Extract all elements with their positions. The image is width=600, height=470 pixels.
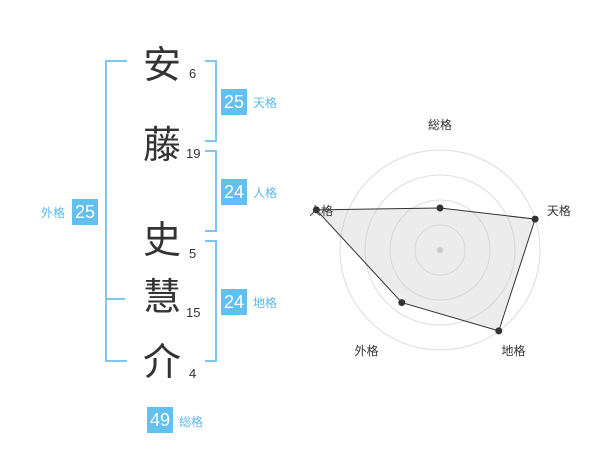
jinkaku-label: 人格 [253,186,278,200]
surname-char-2: 藤 [142,123,181,167]
chikaku-label: 地格 [253,296,278,310]
radar-grid-ring [339,149,541,351]
given-char-1-strokes: 5 [189,246,197,261]
radar-axis-label: 天格 [546,204,571,219]
tenkaku-bracket [205,60,217,142]
chikaku-value: 24 [221,289,247,315]
radar-grid-ring [364,174,516,326]
radar-point-2 [531,215,539,223]
radar-grid-ring [414,224,466,276]
radar-point-5 [312,206,320,214]
soukaku-value: 49 [147,407,173,433]
given-char-3-strokes: 4 [189,366,197,381]
given-char-1: 史 [142,218,181,262]
given-char-2-strokes: 15 [186,305,201,320]
tenkaku-value: 25 [221,89,247,115]
surname-char-1-strokes: 6 [189,66,197,81]
radar-axis-label: 外格 [354,344,379,359]
radar-axis-label: 地格 [501,344,526,359]
gaikaku-bracket [105,60,127,362]
given-char-2: 慧 [142,275,181,319]
radar-point-3 [495,327,503,335]
jinkaku-value: 24 [221,179,247,205]
radar-grid-ring [389,199,491,301]
gaikaku-label: 外格 [41,206,66,220]
radar-center-dot [437,247,443,253]
radar-point-4 [398,299,406,307]
chikaku-bracket [205,240,217,362]
radar-point-1 [436,204,444,212]
surname-char-2-strokes: 19 [186,146,201,161]
radar-axis-label: 人格 [309,204,334,219]
soukaku-label: 総格 [179,415,204,429]
gaikaku-bracket-divider [105,298,125,300]
radar-axis-label: 総格 [427,118,452,132]
gaikaku-value: 25 [72,199,98,225]
tenkaku-label: 天格 [253,96,278,110]
jinkaku-bracket [205,150,217,232]
given-char-3: 介 [142,340,181,384]
surname-char-1: 安 [142,43,181,87]
radar-area [315,207,536,332]
